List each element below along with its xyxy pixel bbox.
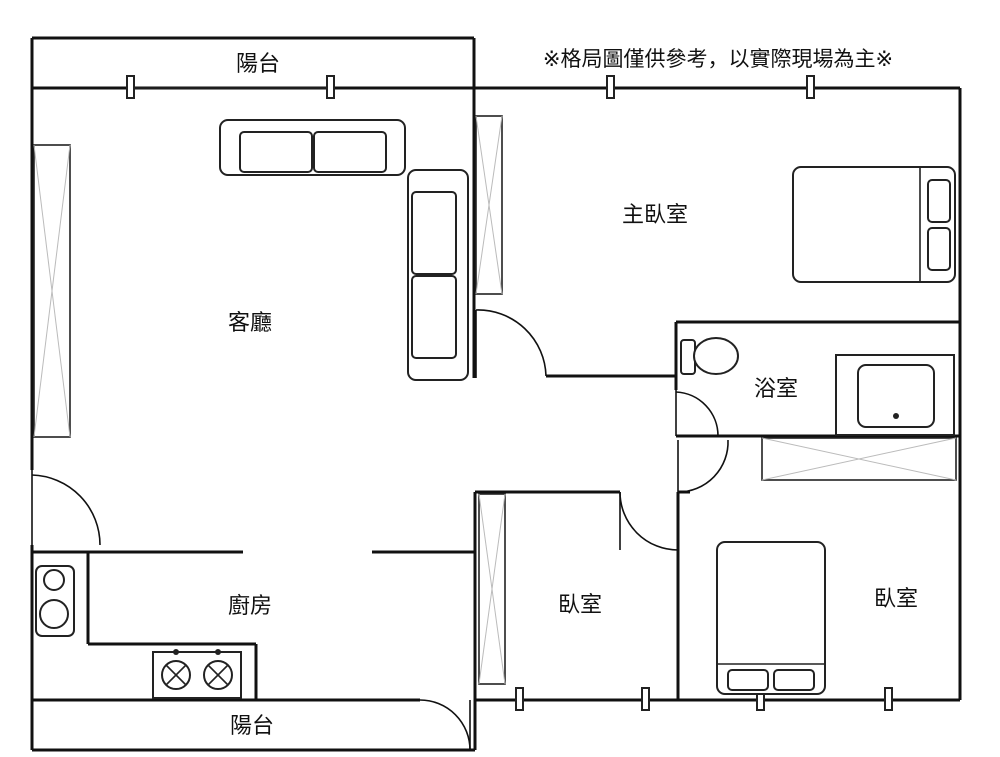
sofa-vertical (407, 169, 469, 381)
room-label-bathroom: 浴室 (754, 377, 798, 402)
room-label-balcony-bottom: 陽台 (230, 714, 274, 739)
closets (33, 115, 957, 685)
bedroom-bed (716, 541, 826, 695)
doors (31, 309, 729, 751)
walls (30, 36, 962, 752)
sofa-horizontal (219, 119, 406, 176)
room-label-bedroom-right: 臥室 (874, 587, 918, 612)
sink (35, 565, 75, 637)
notice-text: ※格局圖僅供參考，以實際現場為主※ (543, 47, 893, 71)
room-label-kitchen: 廚房 (228, 594, 272, 619)
toilet (680, 337, 739, 375)
master-bed (792, 166, 956, 283)
room-label-master-bedroom: 主臥室 (622, 203, 688, 228)
room-label-living-room: 客廳 (228, 311, 272, 336)
bathtub (835, 354, 955, 436)
stove (152, 649, 242, 699)
windows (126, 75, 893, 711)
room-label-balcony-top: 陽台 (236, 52, 280, 77)
room-label-bedroom-middle: 臥室 (558, 593, 602, 618)
